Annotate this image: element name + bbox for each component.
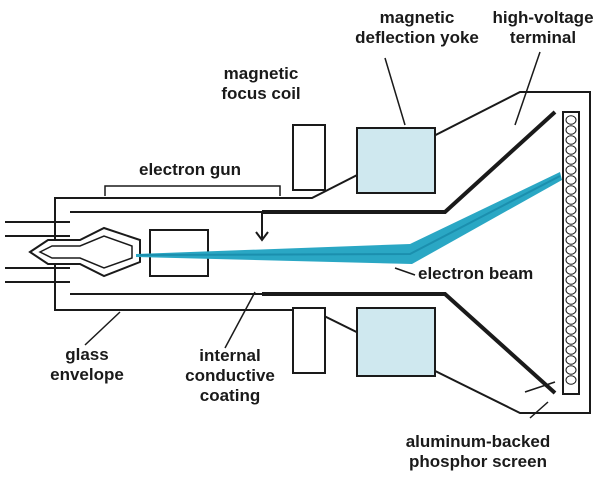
phosphor-dot [565,265,577,275]
label-focus-coil: magnetic focus coil [196,64,326,104]
label-screen-line2: phosphor screen [409,452,547,471]
cathode-inner [38,235,133,269]
label-screen-line1: aluminum-backed [405,432,551,451]
label-coating-line1: internal [199,346,261,365]
phosphor-dot [565,125,577,135]
label-electron-gun: electron gun [100,160,280,180]
label-electron-gun-text: electron gun [138,160,241,179]
phosphor-dot [565,315,577,325]
label-coating-line3: coating [199,386,261,405]
phosphor-dot [565,245,577,255]
label-high-voltage-line2: terminal [509,28,577,47]
phosphor-dots [565,115,577,385]
phosphor-dot [565,375,577,385]
label-high-voltage-terminal: high-voltage terminal [478,8,608,48]
label-high-voltage-line1: high-voltage [492,8,594,27]
label-internal-coating: internal conductive coating [165,346,295,406]
phosphor-dot [565,285,577,295]
label-glass-line2: envelope [50,365,124,384]
label-deflection-yoke: magnetic deflection yoke [322,8,512,48]
label-phosphor-screen: aluminum-backed phosphor screen [378,432,578,472]
phosphor-dot [565,365,577,375]
internal-coating-top [262,110,557,214]
phosphor-dot [565,355,577,365]
phosphor-dot [565,195,577,205]
deflection-yoke-bottom [356,307,436,377]
phosphor-dot [565,235,577,245]
electron-beam-core [139,175,561,256]
base-pins [5,221,70,283]
phosphor-dot [565,255,577,265]
deflection-yoke-top [356,127,436,194]
label-glass-envelope: glass envelope [32,345,142,385]
label-deflection-yoke-line2: deflection yoke [355,28,479,47]
phosphor-dot [565,115,577,125]
label-coating-line2: conductive [185,366,275,385]
phosphor-dot [565,155,577,165]
cathode-assembly [28,226,141,278]
phosphor-dot [565,305,577,315]
focus-coil-top [292,124,326,191]
label-glass-line1: glass [65,345,109,364]
label-deflection-yoke-line1: magnetic [379,8,455,27]
anode-marker-arrow [255,231,269,242]
phosphor-dot [565,215,577,225]
phosphor-dot [565,335,577,345]
label-focus-coil-line2: focus coil [221,84,301,103]
phosphor-dot [565,345,577,355]
phosphor-dot [565,225,577,235]
phosphor-dot [565,295,577,305]
phosphor-dot [565,165,577,175]
phosphor-dot [565,185,577,195]
leader-lines [84,51,556,419]
phosphor-dot [565,145,577,155]
phosphor-dot [565,275,577,285]
label-electron-beam: electron beam [418,264,568,284]
phosphor-dot [565,135,577,145]
phosphor-dot [565,205,577,215]
label-focus-coil-line1: magnetic [223,64,299,83]
internal-coating-bottom [262,292,557,395]
glass-envelope-outline [54,91,591,414]
label-electron-beam-text: electron beam [418,264,534,283]
focus-coil-bottom [292,307,326,374]
phosphor-dot [565,175,577,185]
electron-gun-bracket [104,185,281,196]
phosphor-dot [565,325,577,335]
